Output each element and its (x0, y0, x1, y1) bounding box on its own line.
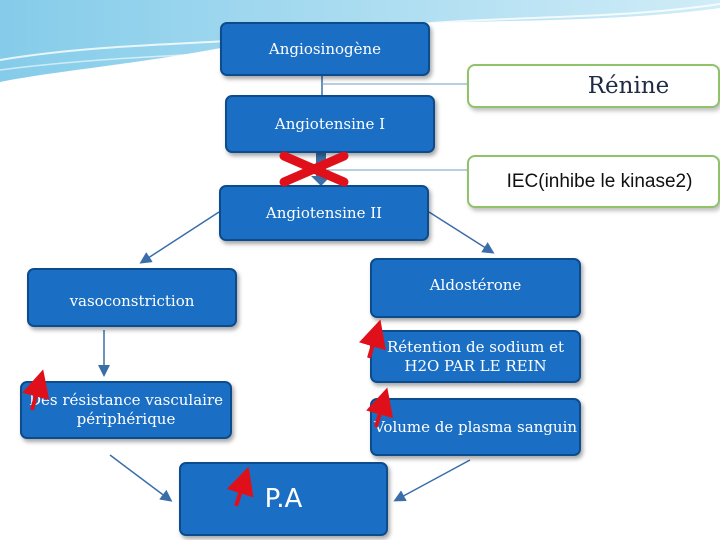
callout-iec: IEC(inhibe le kinase2) (467, 155, 720, 208)
node-angiotensine-2-label: Angiotensine II (265, 203, 383, 222)
arrow-resistance-to-pa (109, 454, 173, 502)
node-vasoconstriction: vasoconstriction (27, 268, 237, 327)
node-retention: Rétention de sodium et H2O PAR LE REIN (370, 330, 581, 383)
node-aldosterone-label: Aldostérone (429, 275, 522, 294)
node-volume: Volume de plasma sanguin (370, 398, 581, 456)
arrow-to-aldosterone (428, 211, 495, 254)
callout-renine: Rénine (467, 64, 720, 108)
node-vasoconstriction-label: vasoconstriction (69, 292, 195, 311)
node-aldosterone: Aldostérone (370, 258, 581, 318)
block-cross-icon (279, 151, 349, 187)
node-angiotensine-1-label: Angiotensine I (274, 114, 386, 133)
node-retention-label: Rétention de sodium et H2O PAR LE REIN (387, 337, 564, 375)
node-volume-label: Volume de plasma sanguin (373, 417, 578, 436)
node-resistance: Des résistance vasculaire périphérique (20, 381, 232, 439)
node-angiosinogene: Angiosinogène (220, 22, 430, 76)
node-pa: P.A (179, 462, 388, 536)
arrow-volume-to-pa (393, 459, 471, 502)
node-pa-label: P.A (264, 483, 303, 514)
node-angiotensine-2: Angiotensine II (219, 185, 429, 241)
callout-iec-label: IEC(inhibe le kinase2) (506, 170, 693, 192)
node-resistance-label: Des résistance vasculaire périphérique (28, 391, 224, 428)
callout-renine-label: Rénine (587, 73, 670, 99)
node-angiosinogene-label: Angiosinogène (268, 39, 382, 58)
node-angiotensine-1: Angiotensine I (225, 95, 435, 153)
arrow-to-vasoconstriction (139, 211, 220, 264)
